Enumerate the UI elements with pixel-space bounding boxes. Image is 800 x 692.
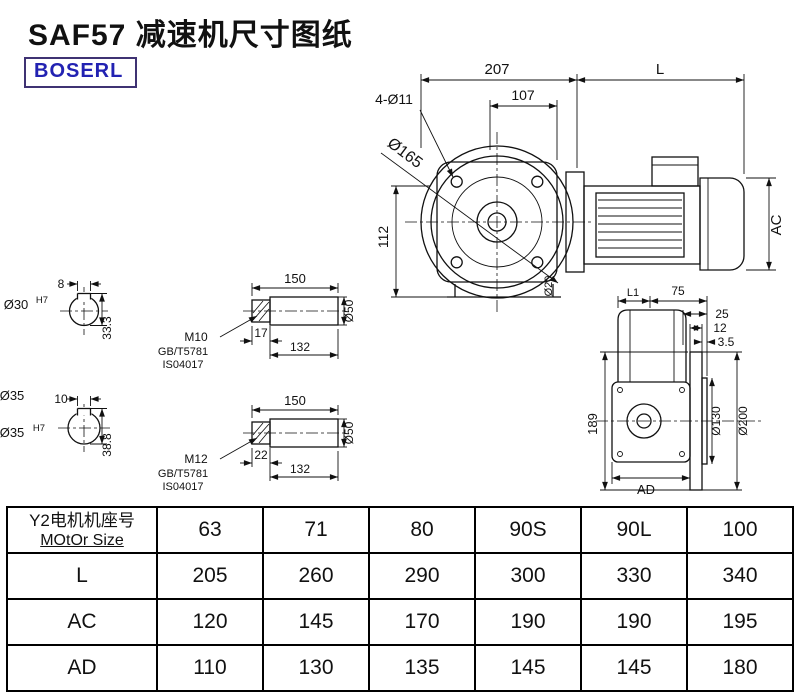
L-value: 260 bbox=[262, 552, 370, 600]
AC-value: 190 bbox=[580, 598, 688, 646]
dim-bore-fit-b: H7 bbox=[33, 423, 45, 434]
dim-207: 207 bbox=[484, 61, 509, 78]
table-row-AC: AC 120 145 170 190 190 195 bbox=[6, 598, 794, 646]
motor-outline bbox=[565, 156, 745, 273]
dim-bolt-holes: 4-Ø11 bbox=[375, 91, 413, 107]
dim-length-a: 150 bbox=[284, 271, 306, 286]
motor-size-value: 90L bbox=[580, 506, 688, 554]
dim-key-width-a: 8 bbox=[58, 277, 65, 291]
motor-size-value: 90S bbox=[474, 506, 582, 554]
dim-key-width-b: 10 bbox=[54, 392, 68, 406]
L-value: 205 bbox=[156, 552, 264, 600]
boserl-logo: BOSERL bbox=[24, 57, 138, 88]
L-value: 330 bbox=[580, 552, 688, 600]
thread-label-b: M12 bbox=[184, 452, 208, 466]
dim-end-dia-b: Ø50 bbox=[342, 421, 356, 444]
dim-107: 107 bbox=[511, 87, 535, 103]
motor-size-value: 71 bbox=[262, 506, 370, 554]
AD-value: 145 bbox=[474, 644, 582, 692]
L-value: 290 bbox=[368, 552, 476, 600]
motor-size-value: 80 bbox=[368, 506, 476, 554]
motor-size-header-cell: Y2电机机座号 MOtOr Size bbox=[6, 506, 158, 554]
dim-L1: L1 bbox=[627, 287, 639, 299]
table-row-motor-size: Y2电机机座号 MOtOr Size 63 71 80 90S 90L 100 bbox=[6, 506, 794, 554]
dim-25: 25 bbox=[715, 307, 729, 321]
AC-value: 145 bbox=[262, 598, 370, 646]
dim-bore-fit-a: H7 bbox=[36, 295, 48, 306]
side-view bbox=[596, 309, 764, 491]
dim-75: 75 bbox=[671, 284, 685, 298]
row-label-AC: AC bbox=[6, 598, 158, 646]
dim-bore-a: Ø30 bbox=[4, 297, 29, 312]
dim-112: 112 bbox=[375, 226, 391, 249]
dim-keyway-height-a: 33.3 bbox=[100, 316, 114, 340]
dim-132-b: 132 bbox=[290, 462, 310, 476]
AD-value: 135 bbox=[368, 644, 476, 692]
std-gb-b: GB/T5781 bbox=[158, 468, 208, 480]
dim-length-b: 150 bbox=[284, 393, 306, 408]
dim-thread-length-b: 22 bbox=[254, 448, 268, 462]
dim-dia-label-b: Ø35 bbox=[0, 388, 24, 403]
AC-value: 195 bbox=[686, 598, 794, 646]
AC-value: 190 bbox=[474, 598, 582, 646]
dim-spigot-dia: Ø130 bbox=[709, 406, 723, 436]
logo-text: BOSERL bbox=[34, 60, 124, 82]
AC-value: 170 bbox=[368, 598, 476, 646]
std-iso-a: IS04017 bbox=[163, 359, 204, 371]
dim-AD: AD bbox=[637, 482, 655, 497]
dim-bore-b: Ø35 bbox=[0, 425, 24, 440]
motor-size-label-cn: Y2电机机座号 bbox=[29, 510, 135, 530]
shaft-b-end-view: Ø35 10 Ø35 H7 38.8 bbox=[0, 388, 114, 457]
table-row-L: L 205 260 290 300 330 340 bbox=[6, 552, 794, 600]
dim-keyway-height-b: 38.8 bbox=[100, 433, 114, 457]
dim-132-a: 132 bbox=[290, 340, 310, 354]
dim-12: 12 bbox=[713, 321, 727, 335]
technical-drawing: 207 L 107 4-Ø11 Ø165 112 AC Ø20 bbox=[0, 61, 785, 497]
motor-size-value: 100 bbox=[686, 506, 794, 554]
row-label-L: L bbox=[6, 552, 158, 600]
dim-3-5: 3.5 bbox=[718, 335, 735, 349]
dim-end-dia-a: Ø50 bbox=[342, 299, 356, 322]
dim-shaft-dia: Ø20 bbox=[543, 276, 555, 297]
table-row-AD: AD 110 130 135 145 145 180 bbox=[6, 644, 794, 692]
front-view-flange bbox=[405, 132, 592, 312]
std-gb-a: GB/T5781 bbox=[158, 346, 208, 358]
AD-value: 110 bbox=[156, 644, 264, 692]
AD-value: 180 bbox=[686, 644, 794, 692]
shaft-a-side-view: 150 17 132 M10 GB/T5781 IS04017 Ø50 bbox=[158, 271, 356, 371]
dim-AC: AC bbox=[768, 214, 785, 235]
L-value: 340 bbox=[686, 552, 794, 600]
std-iso-b: IS04017 bbox=[163, 481, 204, 493]
motor-dimension-table: Y2电机机座号 MOtOr Size 63 71 80 90S 90L 100 … bbox=[6, 506, 794, 692]
dim-thread-length-a: 17 bbox=[254, 326, 268, 340]
row-label-AD: AD bbox=[6, 644, 158, 692]
shaft-b-side-view: 150 22 132 M12 GB/T5781 IS04017 Ø50 bbox=[158, 393, 356, 493]
shaft-a-end-view: 8 Ø30 H7 33.3 bbox=[4, 277, 114, 340]
AD-value: 145 bbox=[580, 644, 688, 692]
thread-label-a: M10 bbox=[184, 330, 208, 344]
dim-189: 189 bbox=[585, 413, 600, 435]
AC-value: 120 bbox=[156, 598, 264, 646]
page-title: SAF57 减速机尺寸图纸 bbox=[28, 19, 353, 52]
dim-L: L bbox=[656, 61, 664, 78]
L-value: 300 bbox=[474, 552, 582, 600]
dim-flange-dia: Ø165 bbox=[384, 135, 426, 172]
side-view-dimensions: L1 75 25 12 3.5 189 Ø130 Ø200 AD bbox=[585, 284, 750, 497]
motor-size-label-en: MOtOr Size bbox=[40, 531, 124, 549]
dim-flange-dia-side: Ø200 bbox=[736, 406, 750, 436]
AD-value: 130 bbox=[262, 644, 370, 692]
motor-size-value: 63 bbox=[156, 506, 264, 554]
